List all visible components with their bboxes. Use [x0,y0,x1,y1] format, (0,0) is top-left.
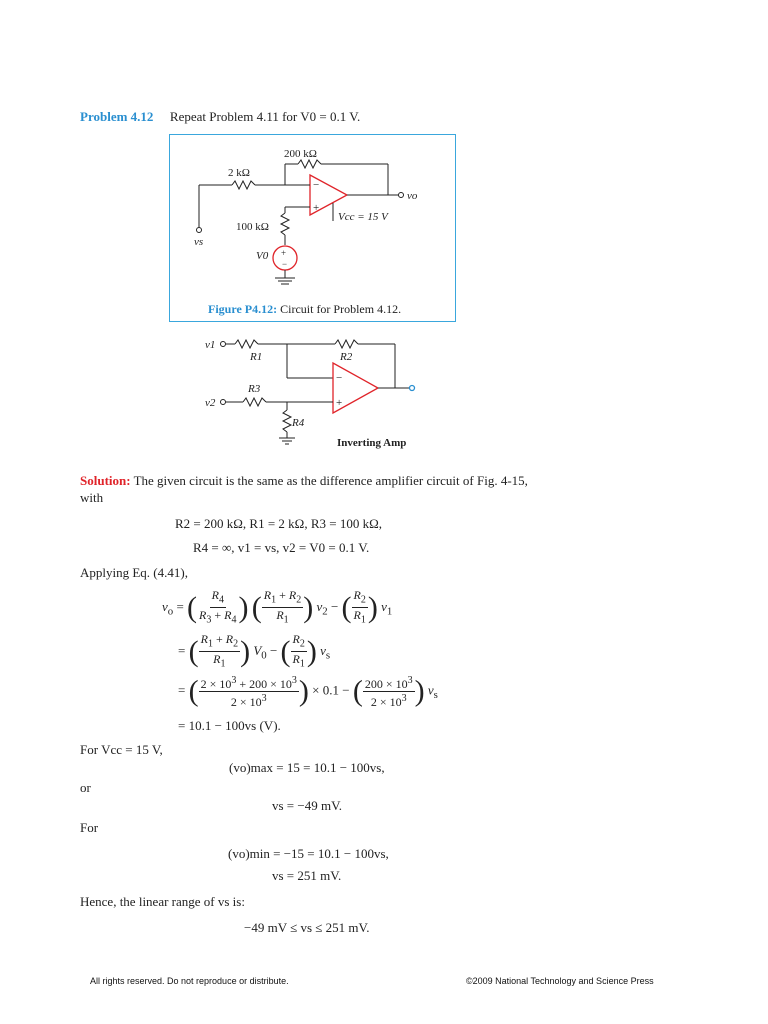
vs-terminal [196,227,202,233]
or-text: or [80,780,91,795]
resistor-2k [231,179,256,191]
values-line1: R2 = 200 kΩ, R1 = 2 kΩ, R3 = 100 kΩ, [175,516,382,531]
for-vcc-text: For Vcc = 15 V, [80,742,163,757]
label-r4: R4 [291,417,305,429]
figure-box: − + + − 200 kΩ 2 kΩ 100 kΩ Vcc = 15 V vo… [169,134,456,322]
svg-text:−: − [313,179,319,191]
hence-text: Hence, the linear range of vs is: [80,894,245,909]
resistor-200k [297,158,322,170]
problem-statement: Repeat Problem 4.11 for V0 = 0.1 V. [169,109,361,124]
vo-max-eq: (vo)max = 15 = 10.1 − 100vs, [229,760,385,775]
problem-header: Problem 4.12 Repeat Problem 4.11 for V0 … [80,109,360,125]
figure-label: Figure P4.12: [208,302,278,316]
label-100k: 100 kΩ [236,221,269,233]
label-200k: 200 kΩ [284,148,317,160]
vs-eq-1: vs = −49 mV. [272,798,343,813]
label-v0: V0 [256,250,269,262]
svg-text:+: + [281,248,286,258]
circuit-diagram: − + + − 200 kΩ 2 kΩ 100 kΩ Vcc = 15 V vo… [194,148,418,285]
solution-text1: The given circuit is the same as the dif… [133,473,528,488]
for-text: For [80,820,99,835]
solution-line1: Solution: The given circuit is the same … [80,473,528,489]
inverting-amp-title: Inverting Amp [337,437,406,449]
solution-text2: with [80,490,104,505]
svg-text:+: + [336,397,342,409]
vs-eq-2: vs = 251 mV. [272,868,342,883]
footer-left: All rights reserved. Do not reproduce or… [90,976,289,986]
values-line2: R4 = ∞, v1 = vs, v2 = V0 = 0.1 V. [193,540,370,555]
solution-label: Solution: [80,473,131,488]
figure-caption: Figure P4.12: Circuit for Problem 4.12. [208,301,401,317]
label-v1: v1 [205,339,215,351]
svg-text:−: − [336,372,342,384]
vo-min-eq: (vo)min = −15 = 10.1 − 100vs, [228,846,389,861]
resistor-100k [279,212,291,236]
label-r2: R2 [339,351,353,363]
applying-text: Applying Eq. (4.41), [80,565,188,580]
equation-result: = 10.1 − 100vs (V). [178,718,281,733]
op-amp [309,173,349,217]
label-vs: vs [194,236,203,248]
inverting-amp-diagram: − + v1 v2 R1 R2 R3 R4 Inverting Amp [205,338,416,449]
label-r1: R1 [249,351,262,363]
figure-caption-text: Circuit for Problem 4.12. [280,302,402,316]
range-eq: −49 mV ≤ vs ≤ 251 mV. [244,920,370,935]
label-vcc: Vcc = 15 V [338,211,389,223]
svg-text:−: − [282,259,287,269]
svg-text:+: + [313,202,319,214]
label-v2: v2 [205,397,216,409]
problem-label: Problem 4.12 [80,109,154,124]
footer-right: ©2009 National Technology and Science Pr… [466,976,654,986]
vo-terminal [398,192,404,198]
label-2k: 2 kΩ [228,167,250,179]
label-r3: R3 [247,383,261,395]
inverting-op-amp [332,361,380,415]
label-vo: vo [407,190,418,202]
